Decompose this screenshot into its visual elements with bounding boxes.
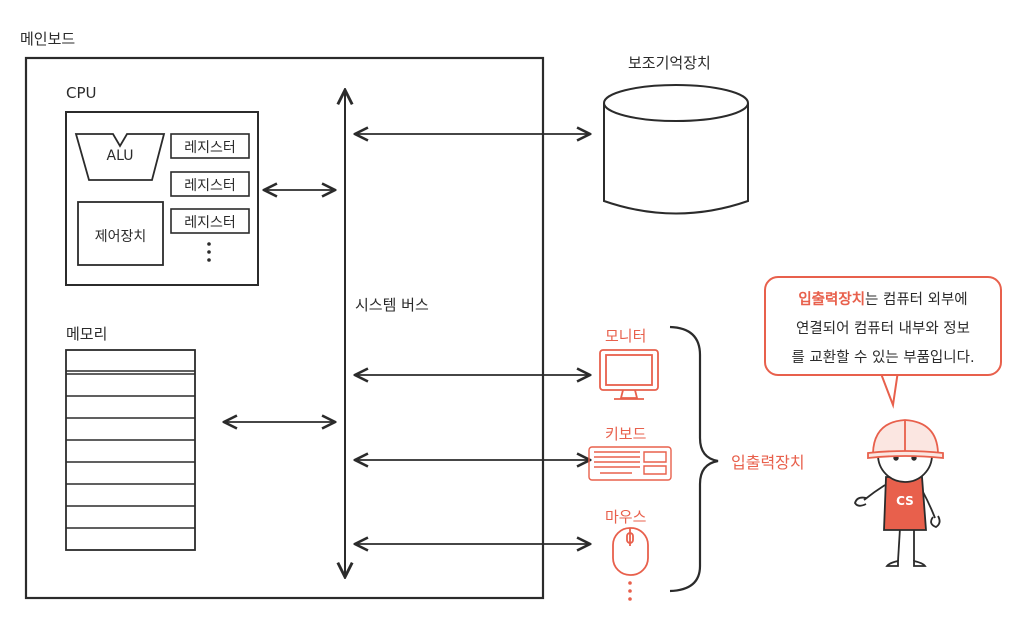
- bubble-highlight: 입출력장치: [798, 292, 866, 308]
- bubble-line-1: 입출력장치는 컴퓨터 외부에: [772, 286, 994, 315]
- register-ellipsis-dot: [207, 242, 211, 246]
- mainboard-label: 메인보드: [20, 30, 76, 48]
- monitor-label: 모니터: [605, 327, 647, 345]
- storage-label: 보조기억장치: [628, 54, 711, 72]
- io-brace: [669, 325, 719, 593]
- mascot-shirt-text: CS: [896, 494, 914, 508]
- storage-cylinder-icon: [603, 84, 749, 215]
- register-ellipsis-dot: [207, 258, 211, 262]
- bubble-tail: [879, 370, 899, 409]
- memory-label: 메모리: [66, 325, 108, 343]
- mouse-label: 마우스: [605, 508, 647, 526]
- control-unit-label: 제어장치: [94, 229, 147, 245]
- cpu-box: [65, 111, 259, 286]
- mascot: [854, 419, 944, 567]
- device-ellipsis-dot: [628, 597, 632, 601]
- io-devices-label: 입출력장치: [731, 453, 805, 472]
- speech-bubble: [764, 276, 1002, 376]
- register-label-3: 레지스터: [184, 215, 236, 231]
- register-box-1: [170, 133, 250, 159]
- mouse-icon: [612, 527, 649, 576]
- device-ellipsis-dot: [628, 581, 632, 585]
- bubble-line-1-rest: 는 컴퓨터 외부에: [865, 292, 968, 308]
- bubble-line-2: 연결되어 컴퓨터 내부와 정보: [796, 321, 970, 337]
- bubble-line-3: 를 교환할 수 있는 부품입니다.: [791, 350, 975, 366]
- alu-label: ALU: [106, 148, 134, 164]
- keyboard-icon: [588, 446, 672, 481]
- monitor-icon: [599, 349, 659, 400]
- alu-shape: [74, 133, 166, 181]
- system-bus-label: 시스템 버스: [355, 296, 429, 314]
- mainboard-box: [24, 56, 545, 600]
- register-ellipsis-dot: [207, 250, 211, 254]
- register-label-1: 레지스터: [184, 140, 236, 156]
- device-ellipsis-dot: [628, 589, 632, 593]
- speech-bubble-text: 입출력장치는 컴퓨터 외부에 연결되어 컴퓨터 내부와 정보 를 교환할 수 있…: [772, 286, 994, 373]
- cpu-label: CPU: [66, 84, 97, 102]
- control-unit-box: [77, 201, 164, 266]
- register-label-2: 레지스터: [184, 178, 236, 194]
- register-box-3: [170, 208, 250, 234]
- register-box-2: [170, 171, 250, 197]
- keyboard-label: 키보드: [605, 425, 647, 443]
- memory-stack: [65, 349, 196, 551]
